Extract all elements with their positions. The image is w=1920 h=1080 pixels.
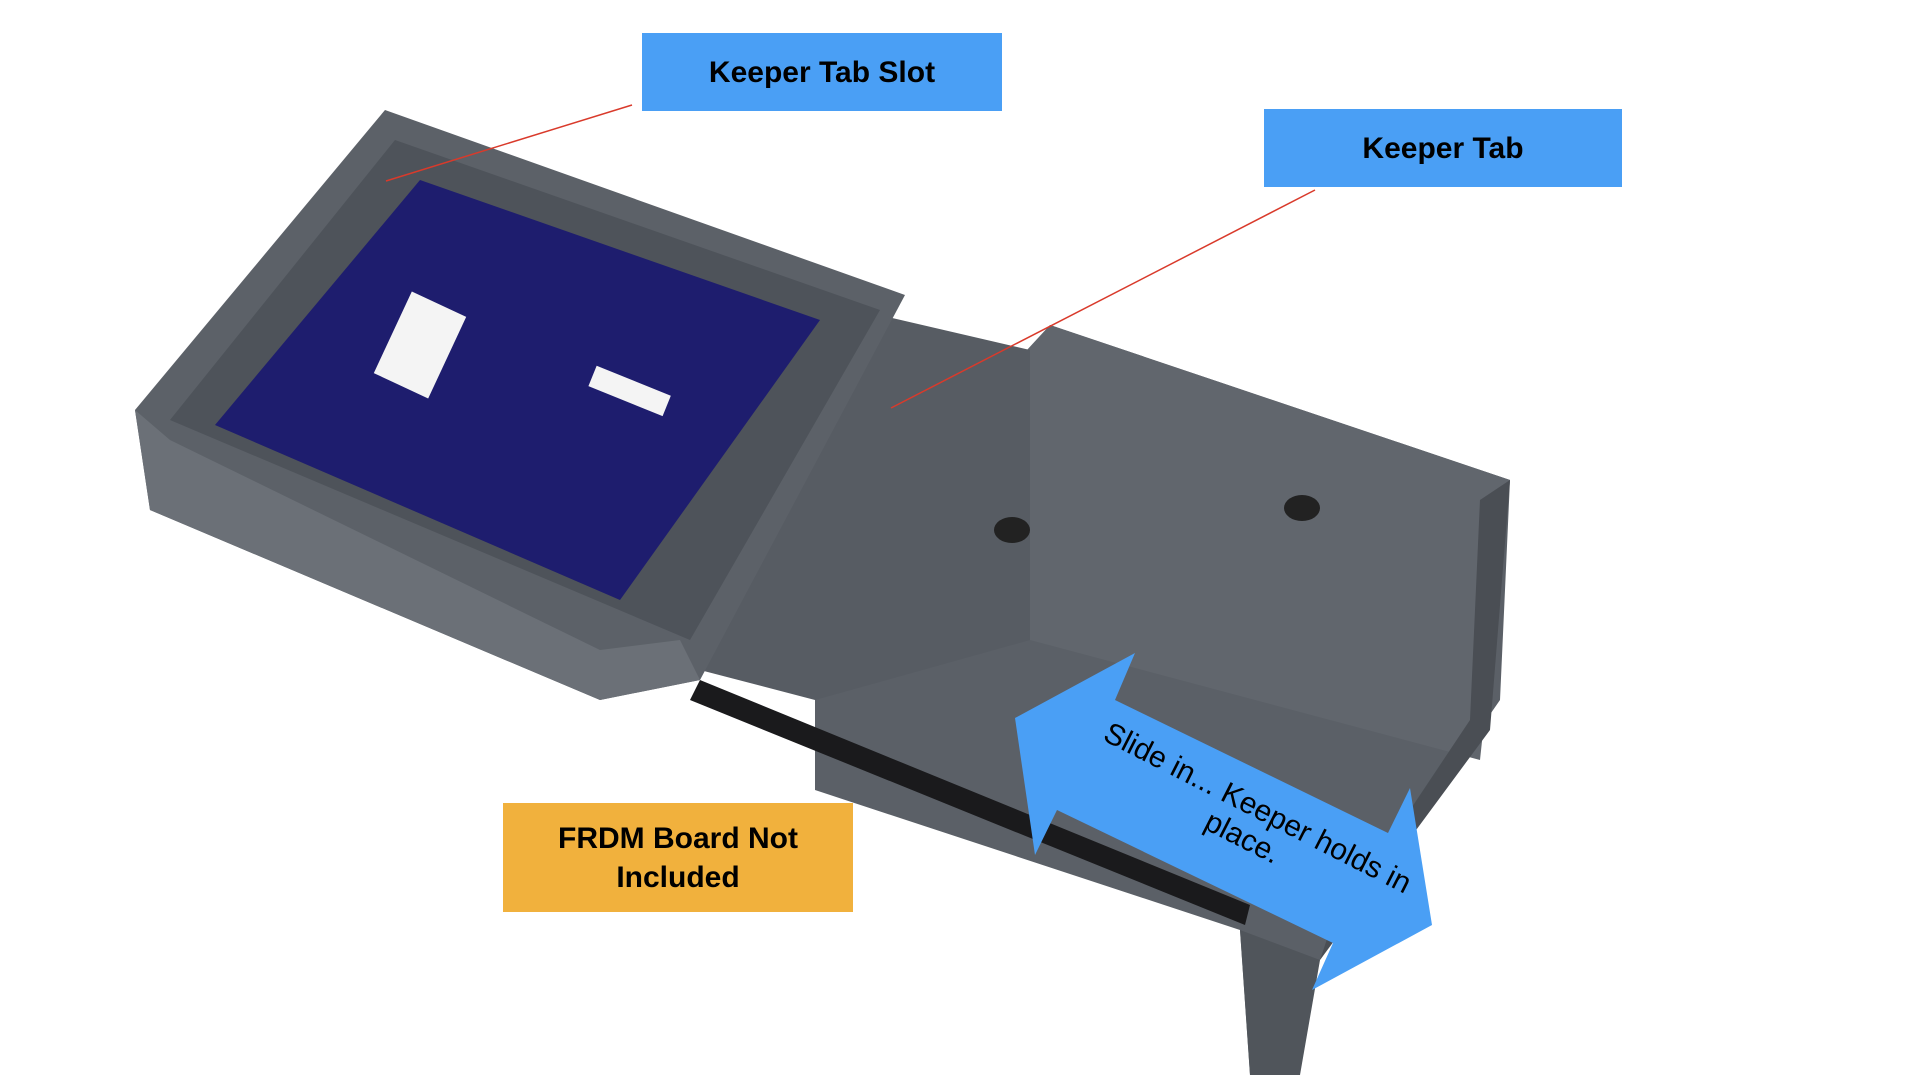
screw-hole <box>994 517 1030 543</box>
keeper-tab <box>660 300 1030 700</box>
slide-double-arrow <box>1015 653 1432 990</box>
tray-front-wall <box>135 410 700 700</box>
frdm-board <box>215 180 820 600</box>
leader-line-keeper-tab-slot <box>385 104 633 182</box>
slot-gap <box>690 680 1250 925</box>
barcode-label <box>373 291 467 399</box>
board-label <box>588 365 671 417</box>
leader-line-keeper-tab <box>890 189 1316 409</box>
keeper-tab-slot-callout: Keeper Tab Slot <box>642 33 1002 111</box>
housing-side <box>1320 480 1510 960</box>
screw-hole <box>1284 495 1320 521</box>
keeper-tab-callout: Keeper Tab <box>1264 109 1622 187</box>
frdm-board-note: FRDM Board Not Included <box>503 803 853 912</box>
housing-leg <box>1240 930 1320 1075</box>
